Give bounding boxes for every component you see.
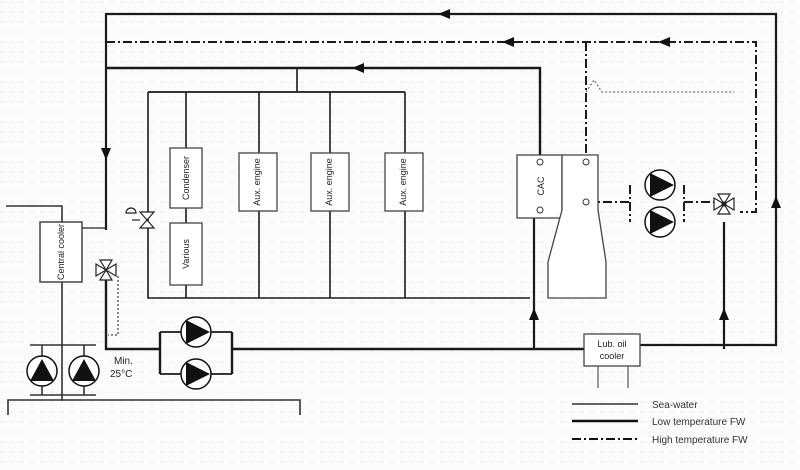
aux-engine-3: Aux. engine: [384, 152, 424, 212]
condenser-label: Condenser: [181, 156, 191, 200]
engine-body: [547, 154, 607, 299]
min-temperature-value: 25°C: [110, 369, 132, 380]
aux-engine-1: Aux. engine: [238, 152, 278, 212]
legend-low-temp: Low temperature FW: [572, 417, 746, 428]
arrow-left-icon: [352, 63, 364, 73]
condenser: Condenser: [169, 147, 203, 209]
pump-arrow-icon: [186, 320, 210, 344]
lub-oil-cooler-label-2: cooler: [600, 351, 625, 361]
legend-low-temp-label: Low temperature FW: [652, 417, 746, 428]
legend: Sea-water Low temperature FW High temper…: [572, 400, 748, 446]
legend-sea-water: Sea-water: [572, 400, 698, 411]
various-label: Various: [181, 239, 191, 269]
arrow-up-icon: [719, 308, 729, 320]
arrow-up-icon: [771, 196, 781, 208]
sea-water-circuit: [6, 205, 301, 415]
legend-high-temp: High temperature FW: [572, 435, 748, 446]
cac-label: CAC: [536, 176, 546, 196]
ht-three-way-valve: [713, 193, 735, 215]
central-cooler: Central cooler: [39, 221, 83, 283]
aux-engine-1-label: Aux. engine: [252, 158, 262, 206]
arrow-left-icon: [438, 9, 450, 19]
arrow-up-icon: [529, 308, 539, 320]
legend-sea-water-label: Sea-water: [652, 400, 698, 411]
arrow-left-icon: [502, 37, 514, 47]
central-cooler-label: Central cooler: [56, 224, 66, 280]
lt-pump-1: [180, 316, 212, 348]
arrow-left-icon: [658, 37, 670, 47]
high-temp-circuit: [106, 41, 757, 222]
high-temp-vent-line: [585, 79, 734, 93]
lub-oil-cooler: Lub. oil cooler: [583, 333, 641, 388]
aux-engine-2-label: Aux. engine: [324, 158, 334, 206]
manual-valve: [125, 207, 156, 229]
main-engine: CAC: [516, 154, 607, 299]
pump-arrow-icon: [650, 210, 674, 234]
pump-arrow-icon: [650, 173, 674, 197]
lt-pump-2: [180, 358, 212, 390]
pump-arrow-icon: [186, 362, 210, 386]
lub-oil-cooler-label-1: Lub. oil: [597, 339, 626, 349]
ht-pump-1: [644, 169, 676, 201]
various: Various: [169, 222, 203, 286]
aux-engine-2: Aux. engine: [310, 152, 350, 212]
sea-water-pump-1: [26, 355, 58, 387]
ht-pump-2: [644, 206, 676, 238]
arrow-down-icon: [101, 148, 111, 160]
legend-high-temp-label: High temperature FW: [652, 435, 748, 446]
pump-arrow-icon: [72, 359, 96, 381]
sea-water-pump-2: [68, 355, 100, 387]
pump-arrow-icon: [30, 359, 54, 381]
flow-arrows: [101, 9, 781, 320]
min-temperature-label: Min.: [114, 356, 133, 367]
aux-engine-3-label: Aux. engine: [398, 158, 408, 206]
lt-three-way-valve: [82, 227, 117, 281]
